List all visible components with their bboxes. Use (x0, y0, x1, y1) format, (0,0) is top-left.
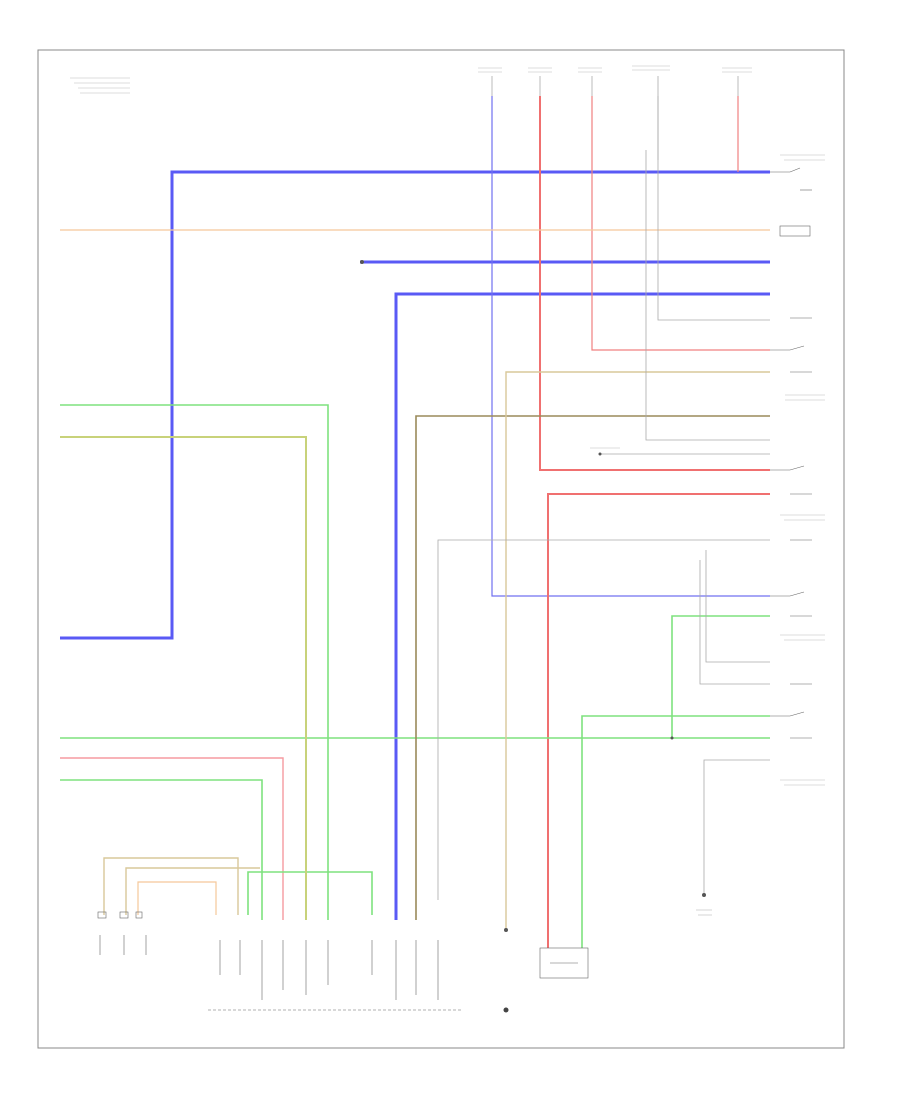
red-wire-540 (539, 96, 770, 471)
tan-wire-connector-2 (125, 867, 260, 915)
olive-wire-437 (60, 436, 307, 920)
pink-wire-left (60, 757, 284, 920)
orange-wire-connector (137, 881, 217, 915)
gray-wire-438 (437, 539, 770, 900)
gray-wire-646 (645, 150, 770, 441)
splice-points (360, 260, 706, 932)
component-bottom-right (539, 947, 589, 979)
olive-wires (60, 436, 307, 920)
green-wire-582 (581, 715, 770, 948)
gray-wire-706 (705, 550, 770, 663)
right-component-labels (780, 154, 825, 786)
gray-wires (437, 96, 770, 900)
red-wire-592 (591, 96, 770, 351)
green-wire-672 (671, 615, 770, 738)
small-components (503, 447, 712, 1013)
gray-wire-704 (703, 759, 770, 895)
red-wire-548 (547, 493, 770, 948)
tan-wires (103, 371, 770, 930)
diagram-frame (37, 49, 845, 1049)
tan-wire-connector (103, 857, 239, 915)
orange-wires (60, 229, 770, 915)
green-wire-bus (247, 871, 373, 915)
tan-wire-506 (505, 371, 770, 930)
green-wire-780 (60, 779, 263, 920)
red-wires (60, 96, 770, 948)
blue-wire-row-294 (394, 292, 770, 920)
blue-wire-thin-vertical (491, 96, 770, 597)
right-switches (770, 167, 812, 739)
module-connector (208, 940, 462, 1011)
green-wires (60, 404, 770, 948)
brown-wire-416 (415, 415, 770, 920)
fuse-headers (478, 65, 752, 160)
top-left-note (70, 77, 130, 94)
gray-wire-700 (699, 560, 770, 685)
blue-wires (60, 96, 770, 920)
connector-left (97, 911, 147, 955)
green-wire-405 (60, 404, 329, 920)
brown-wires (415, 415, 770, 920)
gray-wire-658 (657, 96, 770, 321)
